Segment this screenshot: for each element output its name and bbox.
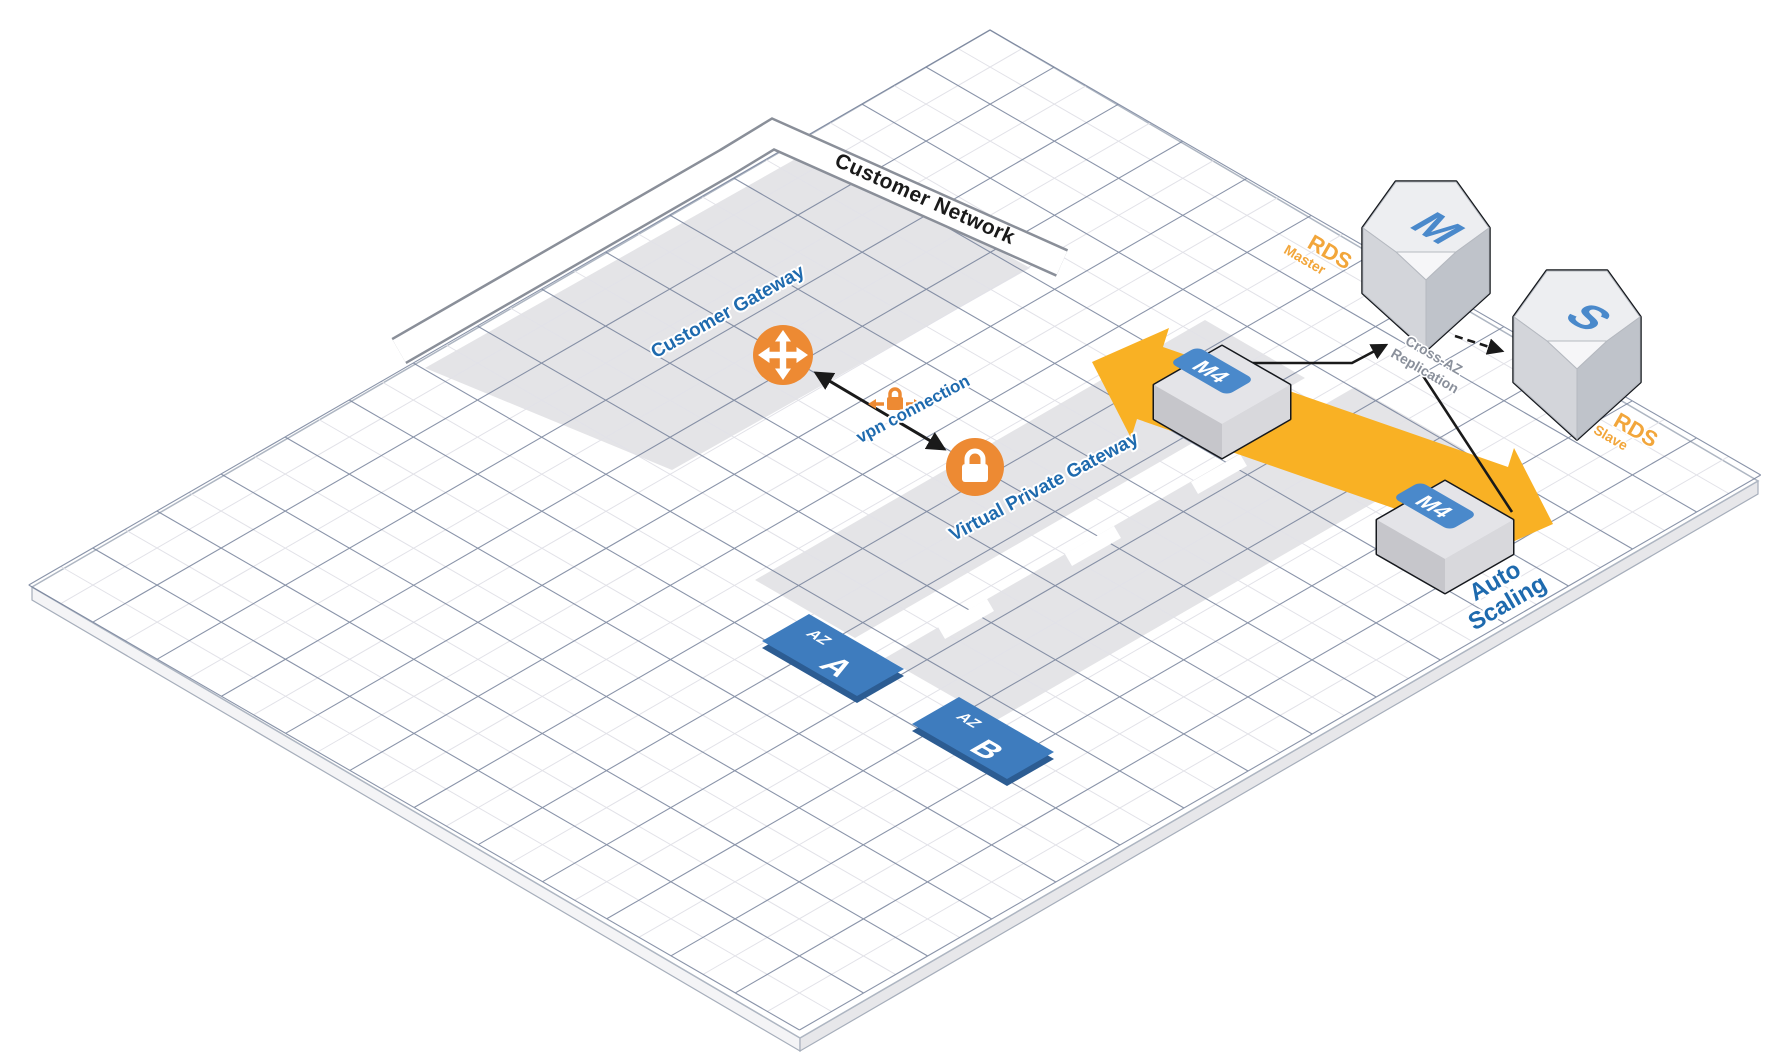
customer-gateway-icon — [753, 325, 813, 385]
replication-arrow — [1454, 334, 1505, 355]
vpn-connection-arrow — [813, 371, 947, 451]
m4-badge-2 — [1396, 483, 1474, 529]
rds-slave-cube: S — [1512, 269, 1642, 441]
az-a-tile: AZ A — [762, 614, 904, 703]
az-a-tile-top — [762, 614, 904, 696]
connector-m4b-to-master — [1412, 361, 1514, 513]
virtual-private-gateway-icon — [946, 438, 1004, 496]
customer-network-border — [391, 117, 1069, 364]
az-b-tile-top — [912, 697, 1054, 779]
four-way-arrows-icon — [758, 330, 808, 380]
m4-instance-2: M4 — [1375, 479, 1515, 595]
vpn-lock-icon — [868, 387, 922, 410]
rds-master-cube: M — [1361, 180, 1491, 352]
m4-badge-1 — [1173, 348, 1251, 394]
lock-icon — [962, 448, 988, 482]
customer-network-zone — [425, 148, 1030, 470]
m4-instance-1: M4 — [1152, 344, 1292, 460]
az-b-tile: AZ B — [912, 697, 1054, 786]
zone-divider-dashes — [938, 454, 1247, 639]
